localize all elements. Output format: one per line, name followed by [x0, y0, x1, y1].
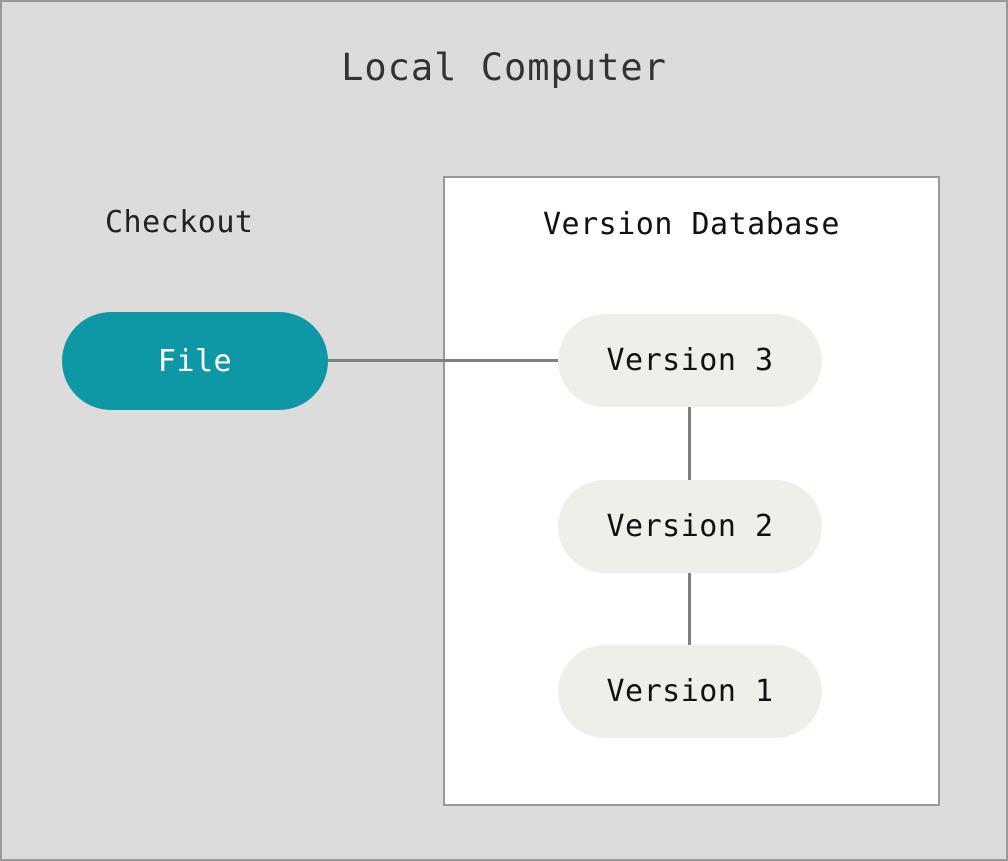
- page-title: Local Computer: [341, 46, 667, 89]
- version-database-label: Version Database: [543, 207, 840, 242]
- node-version-1-label: Version 1: [606, 674, 774, 709]
- node-version-3-label: Version 3: [606, 343, 774, 378]
- node-version-2[interactable]: Version 2: [558, 480, 822, 573]
- node-file[interactable]: File: [62, 312, 328, 410]
- edge-file-to-version-3: [324, 359, 562, 362]
- node-version-1[interactable]: Version 1: [558, 645, 822, 738]
- node-version-2-label: Version 2: [606, 509, 774, 544]
- checkout-group-label: Checkout: [105, 205, 254, 240]
- edge-version-2-to-version-1: [688, 570, 691, 649]
- edge-version-3-to-version-2: [688, 402, 691, 484]
- node-version-3[interactable]: Version 3: [558, 314, 822, 407]
- node-file-label: File: [157, 343, 233, 379]
